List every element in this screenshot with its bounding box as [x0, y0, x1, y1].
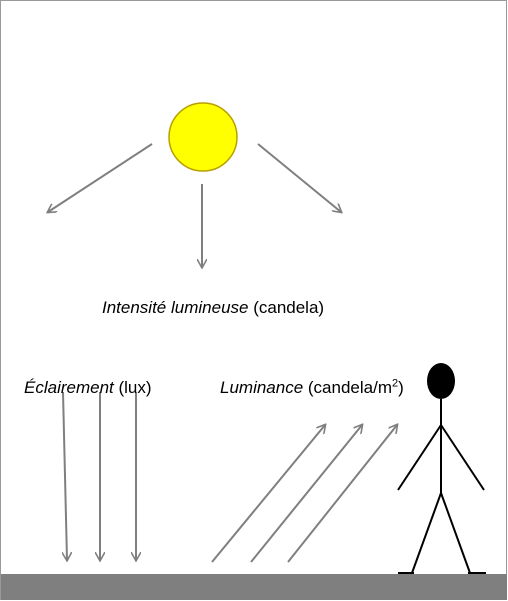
luminance-arrow-3 [287, 425, 397, 563]
stick-figure-icon [397, 363, 486, 574]
illuminance-arrow-1 [63, 391, 67, 560]
luminance-term: Luminance [220, 378, 304, 397]
intensity-arrow-left [48, 143, 153, 212]
figure-right-leg [440, 492, 471, 574]
figure-right-arm [440, 424, 485, 491]
luminance-unit-base: (candela/m [303, 378, 392, 397]
figure-left-arm [397, 424, 442, 491]
luminance-unit-exponent: 2 [392, 377, 399, 390]
intensity-arrow-right [257, 143, 341, 212]
figure-head [427, 363, 455, 399]
illuminance-unit: (lux) [113, 378, 152, 397]
illuminance-term: Éclairement [24, 378, 114, 397]
sun-icon [168, 102, 238, 172]
intensity-term: Intensité lumineuse [102, 298, 249, 317]
intensity-unit: (candela) [248, 298, 325, 317]
luminance-label: Luminance (candela/m2) [220, 378, 404, 398]
ground [1, 574, 507, 600]
intensity-label: Intensité lumineuse (candela) [102, 298, 324, 318]
figure-left-leg [411, 492, 442, 574]
illuminance-label: Éclairement (lux) [24, 378, 152, 398]
luminance-arrow-1 [211, 425, 325, 563]
luminance-unit-close: ) [398, 378, 404, 397]
luminance-arrow-2 [250, 425, 362, 563]
